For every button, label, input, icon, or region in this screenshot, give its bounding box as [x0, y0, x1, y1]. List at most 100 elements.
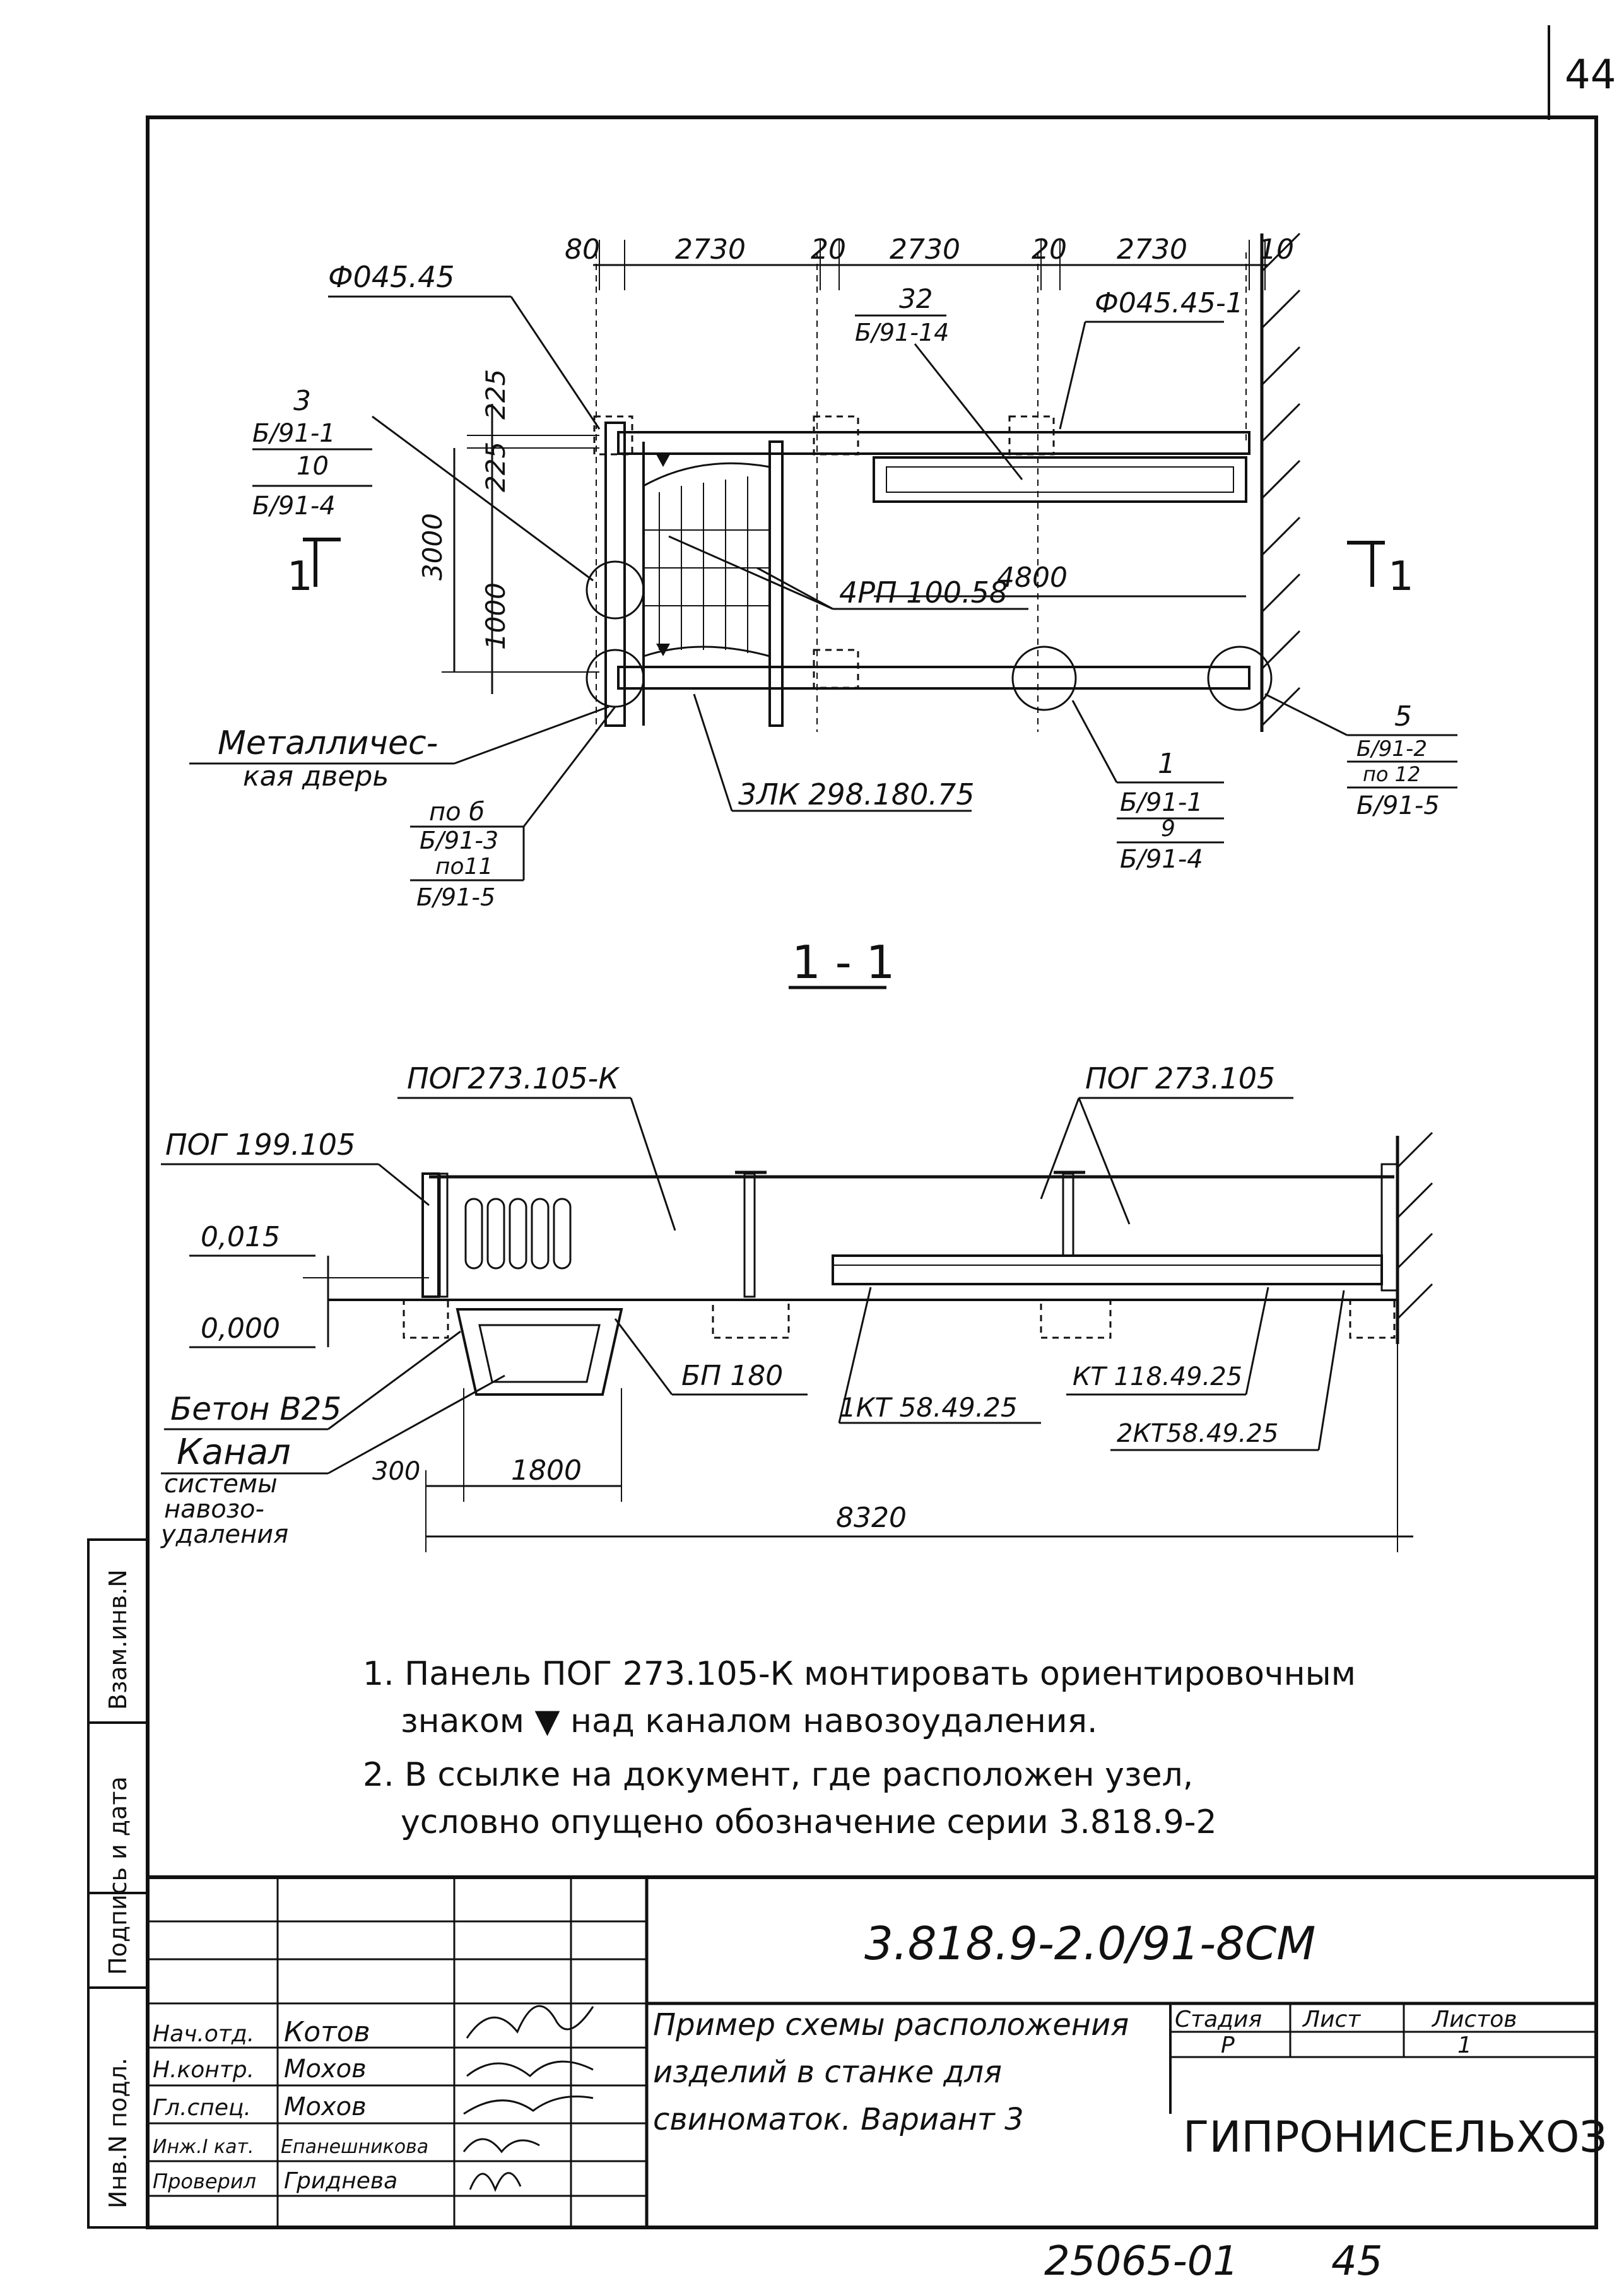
title-block: 3.818.9-2.0/91-8СМ Нач.отд. Котов Н.конт…	[146, 1875, 1607, 2229]
dim-left-225-a: 225	[480, 369, 511, 420]
desc-line-1: Пример схемы расположения	[653, 2007, 1129, 2043]
name-3: Мохов	[284, 2092, 367, 2121]
dim-top-2730-a: 2730	[675, 233, 746, 266]
label-2kt58: 2КТ58.49.25	[1117, 1419, 1278, 1448]
role-5: Проверил	[153, 2169, 256, 2193]
side-stamp-sign-date: Подпись и дата	[104, 1776, 132, 1975]
node1-ref-b: 9	[1161, 816, 1175, 842]
archive-number: 25065-01	[1044, 2238, 1239, 2285]
dim-left-1000: 1000	[480, 582, 511, 650]
dim-top-2730-b: 2730	[890, 233, 960, 266]
sheet-header: Лист	[1302, 2007, 1361, 2032]
channel-label-4: удаления	[160, 1520, 288, 1549]
leader-bp180	[614, 1318, 673, 1395]
node6-number: по б	[429, 798, 485, 827]
dim-top-20-a: 20	[811, 233, 846, 266]
label-metal-door-2: кая дверь	[243, 760, 389, 793]
dim-8320: 8320	[836, 1502, 907, 1534]
leader-beton	[327, 1330, 461, 1430]
node-circle-1	[1011, 646, 1077, 711]
plan-slats	[644, 476, 770, 653]
leader-node3	[372, 415, 594, 582]
level-0000: 0,000	[201, 1312, 280, 1345]
note-line-3: 2. В ссылке на документ, где расположен …	[363, 1756, 1193, 1794]
label-3lk: 3ЛК 298.180.75	[738, 777, 975, 811]
plan-joints	[593, 252, 1247, 732]
node-circle-6	[585, 649, 645, 708]
label-kt118: КТ 118.49.25	[1073, 1362, 1242, 1391]
sheets-header: Листов	[1431, 2007, 1517, 2032]
node6-ref-b: по11	[435, 854, 493, 880]
dim-left-225-b: 225	[480, 442, 511, 492]
role-4: Инж.I кат.	[153, 2136, 254, 2158]
ref-f045-45: Ф045.45	[328, 260, 455, 294]
section-channel-inner	[478, 1324, 601, 1383]
page-number: 44	[1565, 52, 1616, 98]
channel-label-3: навозо-	[164, 1495, 264, 1524]
note-line-4: условно опущено обозначение серии 3.818.…	[401, 1803, 1217, 1841]
leader-pog273-k	[630, 1097, 676, 1231]
label-pog273-k: ПОГ273.105-К	[407, 1061, 620, 1095]
plan-top-dim-ticks	[599, 240, 1266, 290]
section-mark-left-num: 1	[287, 553, 313, 600]
leader-node5	[1264, 693, 1348, 736]
name-4: Епанешникова	[281, 2136, 428, 2158]
stage-header: Стадия	[1175, 2007, 1262, 2032]
name-2: Мохов	[284, 2055, 367, 2084]
stage-value: Р	[1221, 2032, 1235, 2058]
ref-32: 32	[899, 283, 933, 314]
leader-channel	[327, 1374, 505, 1475]
desc-line-3: свиноматок. Вариант 3	[653, 2102, 1024, 2137]
section-wall-post	[1380, 1163, 1399, 1292]
note-line-1: 1. Панель ПОГ 273.105-К монтировать орие…	[363, 1655, 1356, 1693]
doc-code: 3.818.9-2.0/91-8СМ	[864, 1917, 1315, 1970]
node-circle-3	[585, 560, 645, 620]
sheet-frame	[146, 115, 1598, 2229]
section-channel	[456, 1308, 623, 1396]
leader-node6	[522, 706, 616, 827]
plan-partition-bottom	[617, 666, 1250, 690]
label-bp180: БП 180	[681, 1360, 783, 1392]
node3-ref-c: Б/91-4	[252, 492, 336, 521]
section-door-edge-2	[438, 1172, 449, 1298]
plan-slat-panel	[642, 462, 771, 658]
plan-door-post	[604, 422, 626, 727]
node6-ref-a: Б/91-3	[420, 827, 498, 854]
leader-3lk	[693, 693, 733, 811]
node-circle-5	[1207, 646, 1273, 711]
dim-top-20-b: 20	[1032, 233, 1067, 266]
leader-pog273-a	[1040, 1097, 1080, 1200]
leader-kt118	[1245, 1287, 1269, 1395]
node1-number: 1	[1158, 748, 1175, 780]
role-2: Н.контр.	[153, 2057, 254, 2083]
dim-1800: 1800	[511, 1454, 582, 1487]
leader-4rp-b	[668, 535, 833, 610]
section-door-slots	[464, 1198, 572, 1270]
notes: 1. Панель ПОГ 273.105-К монтировать орие…	[363, 1655, 1356, 1841]
leader-metal-door	[454, 705, 609, 765]
section-door-edge	[421, 1172, 440, 1298]
ref-f045-45-1: Ф045.45-1	[1095, 287, 1244, 319]
leader-f045-1	[1059, 321, 1086, 430]
side-stamp-inv: Инв.N подл.	[104, 2058, 132, 2208]
section-view: 1 - 1	[160, 936, 1433, 1552]
leader-4rp-a	[756, 567, 833, 610]
leader-pog273-b	[1078, 1097, 1131, 1225]
dim-300: 300	[372, 1457, 420, 1486]
section-title: 1 - 1	[792, 936, 895, 989]
organization: ГИПРОНИСЕЛЬХОЗ	[1183, 2113, 1607, 2162]
label-4rp: 4РП 100.58	[839, 575, 1008, 610]
name-1: Котов	[284, 2016, 370, 2048]
leader-32	[914, 343, 1023, 480]
plan-view: 80 2730 20 2730 20 2730 10 225 225 3000 …	[189, 232, 1457, 911]
node5-ref-c: Б/91-5	[1356, 791, 1440, 820]
role-3: Гл.спец.	[153, 2095, 251, 2121]
desc-line-2: изделий в станке для	[653, 2055, 1002, 2090]
dim-top-2730-c: 2730	[1117, 233, 1187, 266]
leader-f045	[510, 296, 601, 430]
node3-ref-b: 10	[297, 452, 329, 481]
orientation-mark-top	[656, 454, 670, 467]
footer-page: 45	[1331, 2238, 1382, 2285]
